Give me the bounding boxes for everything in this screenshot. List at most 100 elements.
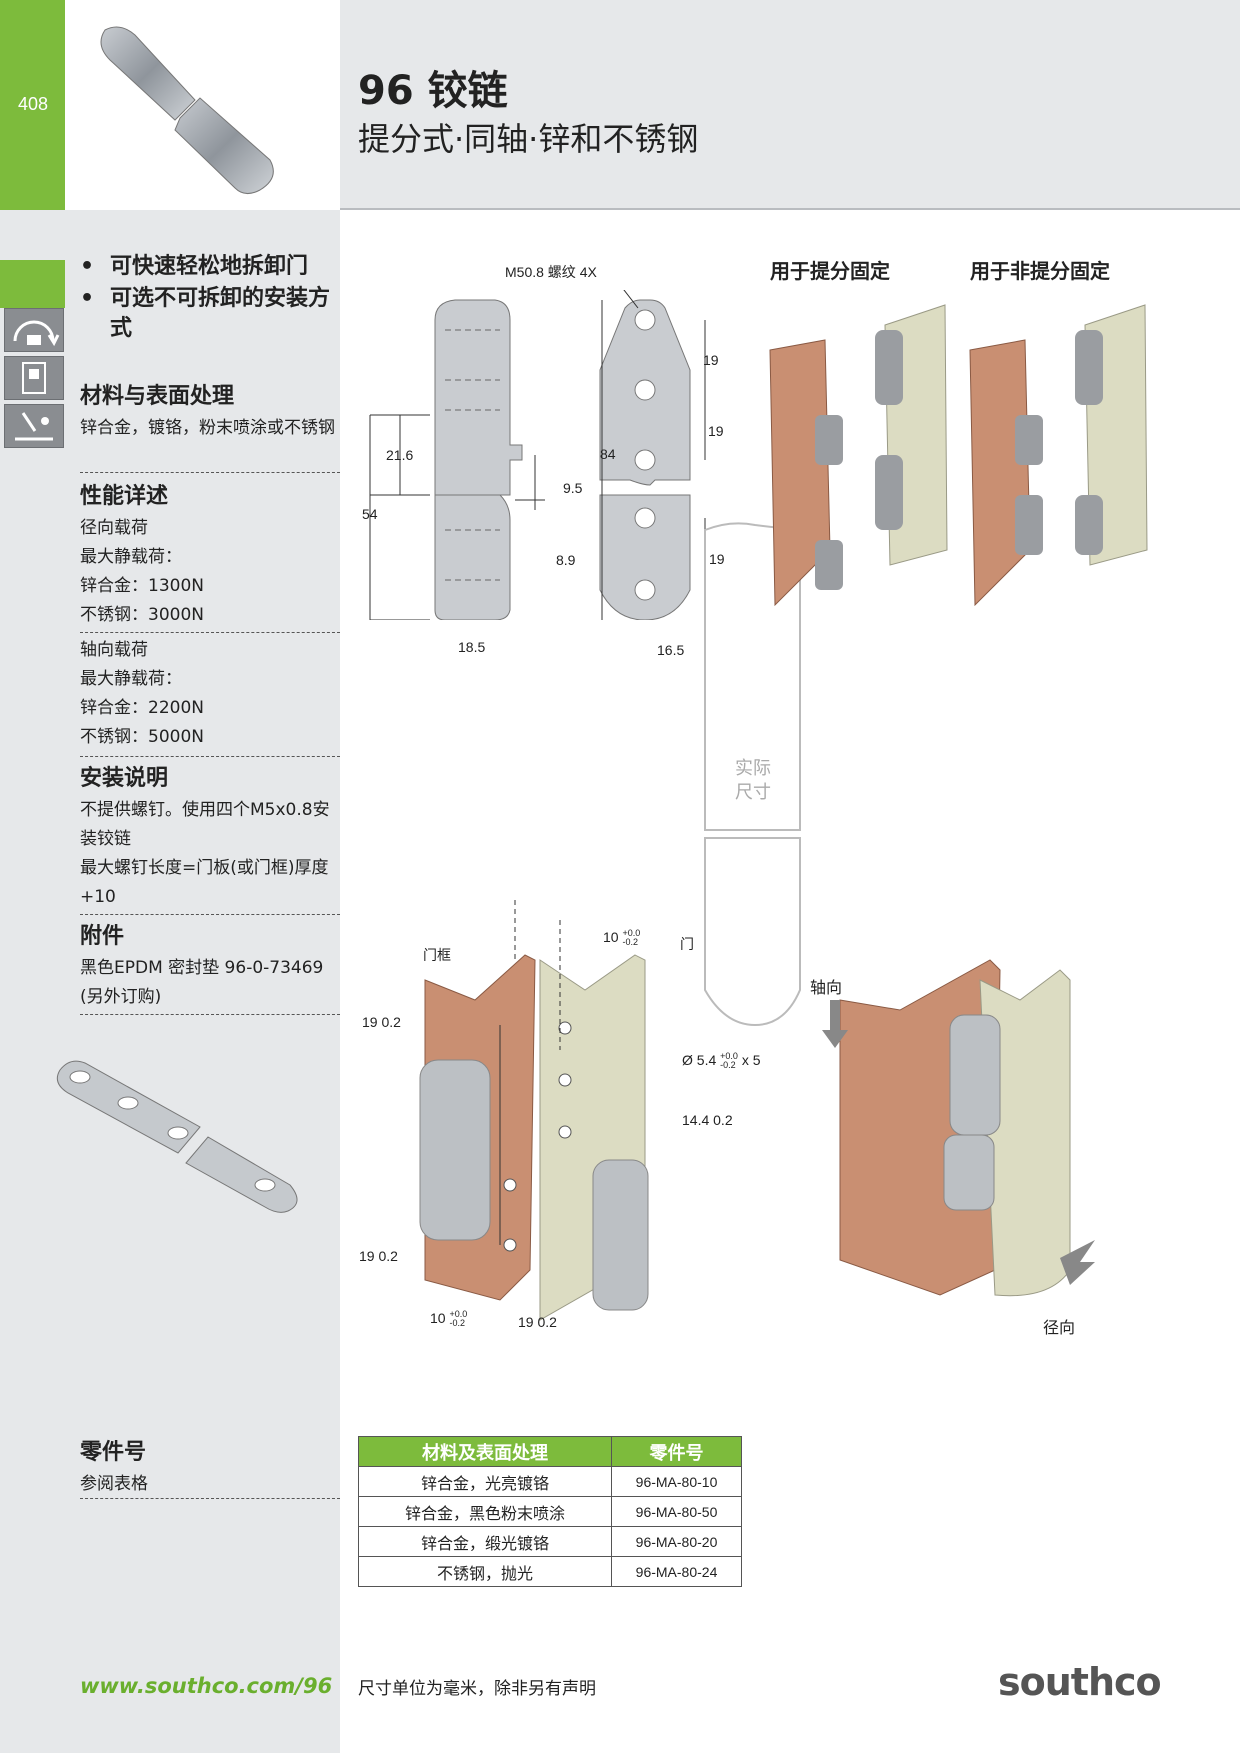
table-cell-partno: 96-MA-80-24	[611, 1556, 742, 1587]
radial-load-line: 最大静载荷：	[80, 547, 182, 567]
axial-load-line: 锌合金：2200N	[80, 698, 204, 718]
gap-top-tol-upper: +0.0	[622, 928, 641, 939]
hole-tol-upper: +0.0	[720, 1051, 738, 1062]
table-cell-partno: 96-MA-80-10	[611, 1466, 742, 1497]
accessory-heading: 附件	[80, 924, 125, 949]
door-label: 门	[680, 936, 694, 952]
dim-16-5: 16.5	[657, 642, 685, 658]
dim-9-5: 9.5	[563, 480, 583, 496]
axial-label: 轴向	[810, 980, 843, 997]
axial-section: 轴向载荷 最大静载荷： 锌合金：2200N 不锈钢：5000N	[80, 636, 340, 752]
performance-heading: 性能详述	[80, 484, 169, 509]
install-section: 安装说明 不提供螺钉。使用四个M5x0.8安装铰链 最大螺钉长度=门板(或门框)…	[80, 760, 340, 912]
dim-54: 54	[362, 506, 378, 522]
partno-heading: 零件号	[80, 1440, 147, 1465]
dim-19-side: 19 0.2	[518, 1314, 557, 1330]
divider	[80, 914, 340, 915]
mount-icon	[4, 356, 64, 400]
southco-logo: southco	[998, 1660, 1162, 1704]
axial-load-line: 最大静载荷：	[80, 669, 182, 689]
radial-load-line: 不锈钢：3000N	[80, 605, 204, 625]
lift-off-caption: 用于提分固定	[770, 259, 890, 283]
accessory-section: 附件 黑色EPDM 密封垫 96-0-73469 (另外订购)	[80, 918, 340, 1012]
radial-label: 径向	[1043, 1320, 1076, 1337]
radial-load-line: 锌合金：1300N	[80, 576, 204, 596]
table-row: 不锈钢，抛光 96-MA-80-24	[357, 1556, 742, 1587]
table-header-partno: 零件号	[611, 1436, 742, 1467]
divider	[80, 632, 340, 633]
gap-top-value: 10	[603, 929, 619, 945]
gap-bottom-label: 10 +0.0-0.2	[430, 1310, 467, 1328]
feature-item: 可选不可拆卸的安装方式	[80, 284, 335, 344]
installation-drawing	[419, 900, 649, 1321]
divider	[80, 472, 340, 473]
page-title: 96 铰链	[358, 68, 508, 114]
install-heading: 安装说明	[80, 766, 169, 791]
accessory-text: (另外订购)	[80, 987, 162, 1007]
divider	[80, 756, 340, 757]
hole-count: x 5	[741, 1052, 761, 1068]
table-cell-material: 锌合金，黑色粉末喷涂	[357, 1496, 613, 1527]
axial-load-line: 不锈钢：5000N	[80, 727, 204, 747]
hinge-product-image	[100, 26, 274, 194]
axial-load-title: 轴向载荷	[80, 640, 148, 660]
material-section: 材料与表面处理 锌合金，镀铬，粉末喷涂或不锈钢	[80, 378, 340, 443]
table-cell-partno: 96-MA-80-50	[611, 1496, 742, 1527]
gap-bottom-tol-lower: -0.2	[449, 1318, 465, 1329]
header-band	[340, 0, 1240, 210]
accessory-text: 黑色EPDM 密封垫 96-0-73469	[80, 958, 324, 978]
table-cell-material: 锌合金，缎光镀铬	[357, 1526, 613, 1557]
partno-section: 零件号 参阅表格	[80, 1434, 340, 1499]
frame-label: 门框	[423, 947, 451, 963]
dim-19c: 19	[709, 551, 725, 567]
dim-21-6: 21.6	[386, 447, 414, 463]
real-size-label: 尺寸	[735, 782, 771, 802]
dim-19-bottom: 19 0.2	[359, 1248, 398, 1264]
thread-label: M50.8 螺纹 4X	[505, 264, 597, 280]
table-cell-material: 不锈钢，抛光	[357, 1556, 613, 1587]
non-lift-off-caption: 用于非提分固定	[970, 259, 1110, 283]
non-lift-off-illustration	[969, 304, 1148, 607]
table-row: 锌合金，黑色粉末喷涂 96-MA-80-50	[357, 1496, 742, 1527]
install-text: 不提供螺钉。使用四个M5x0.8安装铰链	[80, 800, 330, 849]
gap-top-label: 10 +0.0-0.2	[603, 929, 640, 947]
dim-19b: 19	[708, 423, 724, 439]
lift-off-illustration	[769, 304, 948, 607]
units-note: 尺寸单位为毫米，除非另有声明	[358, 1679, 596, 1699]
hinge-dimension-drawing	[369, 290, 706, 620]
feature-item: 可快速轻松地拆卸门	[80, 252, 335, 282]
hole-value: Ø 5.4	[682, 1052, 717, 1068]
dim-14-4: 14.4 0.2	[682, 1112, 733, 1128]
install-text: 最大螺钉长度=门板(或门框)厚度+10	[80, 858, 329, 907]
feature-list: 可快速轻松地拆卸门 可选不可拆卸的安装方式	[80, 252, 335, 346]
dim-8-9: 8.9	[556, 552, 576, 568]
dim-19-top: 19 0.2	[362, 1014, 401, 1030]
hole-label: Ø 5.4 +0.0-0.2 x 5	[682, 1052, 761, 1070]
gap-top-tol-lower: -0.2	[622, 937, 638, 948]
dim-84: 84	[600, 446, 616, 462]
table-row: 锌合金，光亮镀铬 96-MA-80-10	[357, 1466, 742, 1497]
part-number-table: 材料及表面处理 零件号 锌合金，光亮镀铬 96-MA-80-10 锌合金，黑色粉…	[357, 1436, 742, 1587]
real-size-label: 实际	[735, 758, 771, 778]
dim-19a: 19	[703, 352, 719, 368]
page-subtitle: 提分式·同轴·锌和不锈钢	[358, 120, 699, 158]
load-direction-drawing	[822, 959, 1095, 1297]
radial-load-title: 径向载荷	[80, 518, 148, 538]
gap-bottom-value: 10	[430, 1310, 446, 1326]
divider	[80, 1498, 340, 1499]
material-heading: 材料与表面处理	[80, 384, 235, 409]
hero-image	[65, 0, 340, 210]
material-text: 锌合金，镀铬，粉末喷涂或不锈钢	[80, 418, 335, 438]
finish-icon	[4, 404, 64, 448]
rotate-icon	[4, 308, 64, 352]
partno-text: 参阅表格	[80, 1474, 148, 1494]
gasket-image	[56, 1060, 298, 1213]
table-row: 锌合金，缎光镀铬 96-MA-80-20	[357, 1526, 742, 1557]
page-number: 408	[18, 94, 49, 114]
website-link[interactable]: www.southco.com/96	[80, 1674, 333, 1698]
dim-18-5: 18.5	[458, 639, 486, 655]
side-tab	[0, 260, 65, 308]
hole-tol-lower: -0.2	[720, 1060, 736, 1071]
divider	[80, 1014, 340, 1015]
table-header-material: 材料及表面处理	[357, 1436, 613, 1467]
